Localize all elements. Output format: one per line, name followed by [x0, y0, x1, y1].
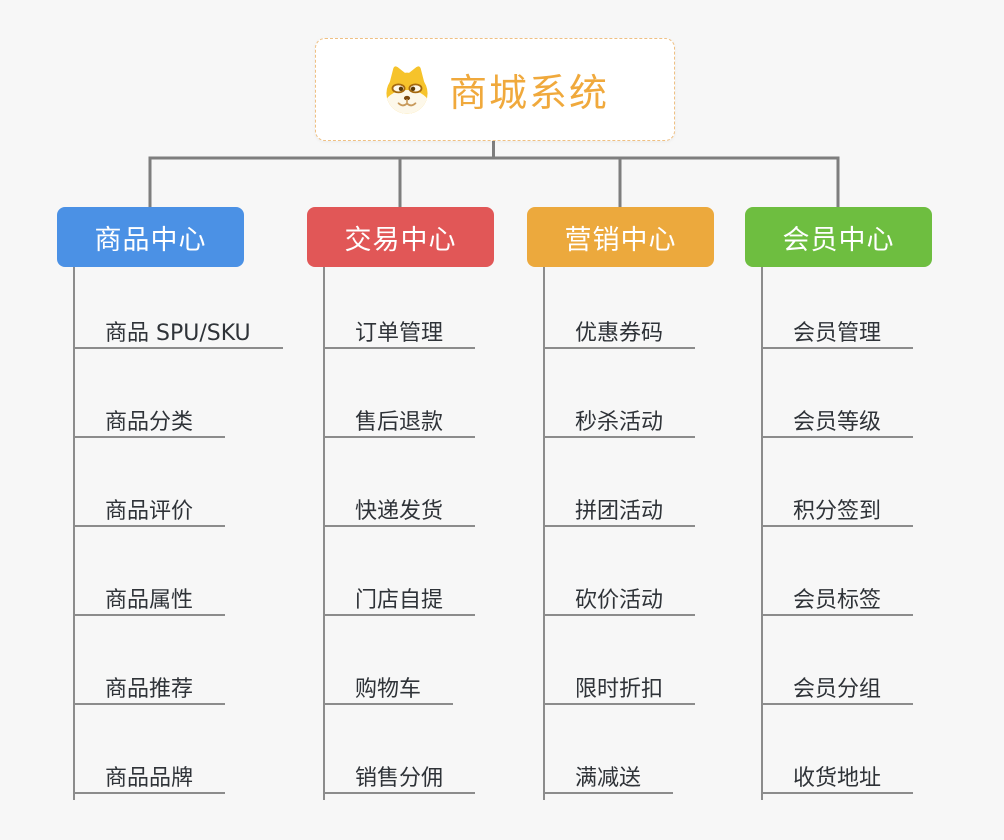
- child-topic[interactable]: 积分签到: [761, 497, 914, 527]
- branch-product-center[interactable]: 商品中心: [57, 207, 244, 267]
- child-topic[interactable]: 砍价活动: [543, 586, 696, 616]
- root-topic[interactable]: 商城系统: [315, 38, 675, 141]
- children-product-center: 商品 SPU/SKU 商品分类 商品评价 商品属性 商品推荐 商品品牌: [73, 267, 333, 800]
- children-member-center: 会员管理 会员等级 积分签到 会员标签 会员分组 收货地址: [761, 267, 1004, 800]
- branch-label: 营销中心: [564, 224, 677, 256]
- child-topic[interactable]: 优惠券码: [543, 319, 696, 349]
- children-trade-center: 订单管理 售后退款 快递发货 门店自提 购物车 销售分佣: [323, 267, 583, 800]
- children-marketing-center: 优惠券码 秒杀活动 拼团活动 砍价活动 限时折扣 满减送: [543, 267, 803, 800]
- child-topic[interactable]: 秒杀活动: [543, 408, 696, 438]
- child-topic[interactable]: 会员分组: [761, 675, 914, 705]
- child-topic[interactable]: 商品 SPU/SKU: [73, 319, 283, 349]
- child-topic[interactable]: 会员等级: [761, 408, 914, 438]
- child-topic[interactable]: 订单管理: [323, 319, 476, 349]
- branch-label: 会员中心: [782, 224, 895, 256]
- branch-marketing-center[interactable]: 营销中心: [527, 207, 714, 267]
- child-topic[interactable]: 销售分佣: [323, 764, 476, 794]
- child-topic[interactable]: 限时折扣: [543, 675, 696, 705]
- child-topic[interactable]: 商品品牌: [73, 764, 226, 794]
- child-topic[interactable]: 商品推荐: [73, 675, 226, 705]
- child-topic[interactable]: 购物车: [323, 675, 454, 705]
- root-topic-title: 商城系统: [448, 71, 609, 115]
- child-topic[interactable]: 会员标签: [761, 586, 914, 616]
- child-topic[interactable]: 售后退款: [323, 408, 476, 438]
- branch-label: 交易中心: [344, 224, 457, 256]
- child-topic[interactable]: 商品分类: [73, 408, 226, 438]
- branch-trade-center[interactable]: 交易中心: [307, 207, 494, 267]
- child-topic[interactable]: 商品属性: [73, 586, 226, 616]
- child-topic[interactable]: 会员管理: [761, 319, 914, 349]
- child-topic[interactable]: 拼团活动: [543, 497, 696, 527]
- branch-member-center[interactable]: 会员中心: [745, 207, 932, 267]
- branch-label: 商品中心: [94, 224, 207, 256]
- child-topic[interactable]: 商品评价: [73, 497, 226, 527]
- child-topic[interactable]: 快递发货: [323, 497, 476, 527]
- child-topic[interactable]: 收货地址: [761, 764, 914, 794]
- dog-face-icon: [386, 65, 428, 114]
- child-topic[interactable]: 满减送: [543, 764, 674, 794]
- child-topic[interactable]: 门店自提: [323, 586, 476, 616]
